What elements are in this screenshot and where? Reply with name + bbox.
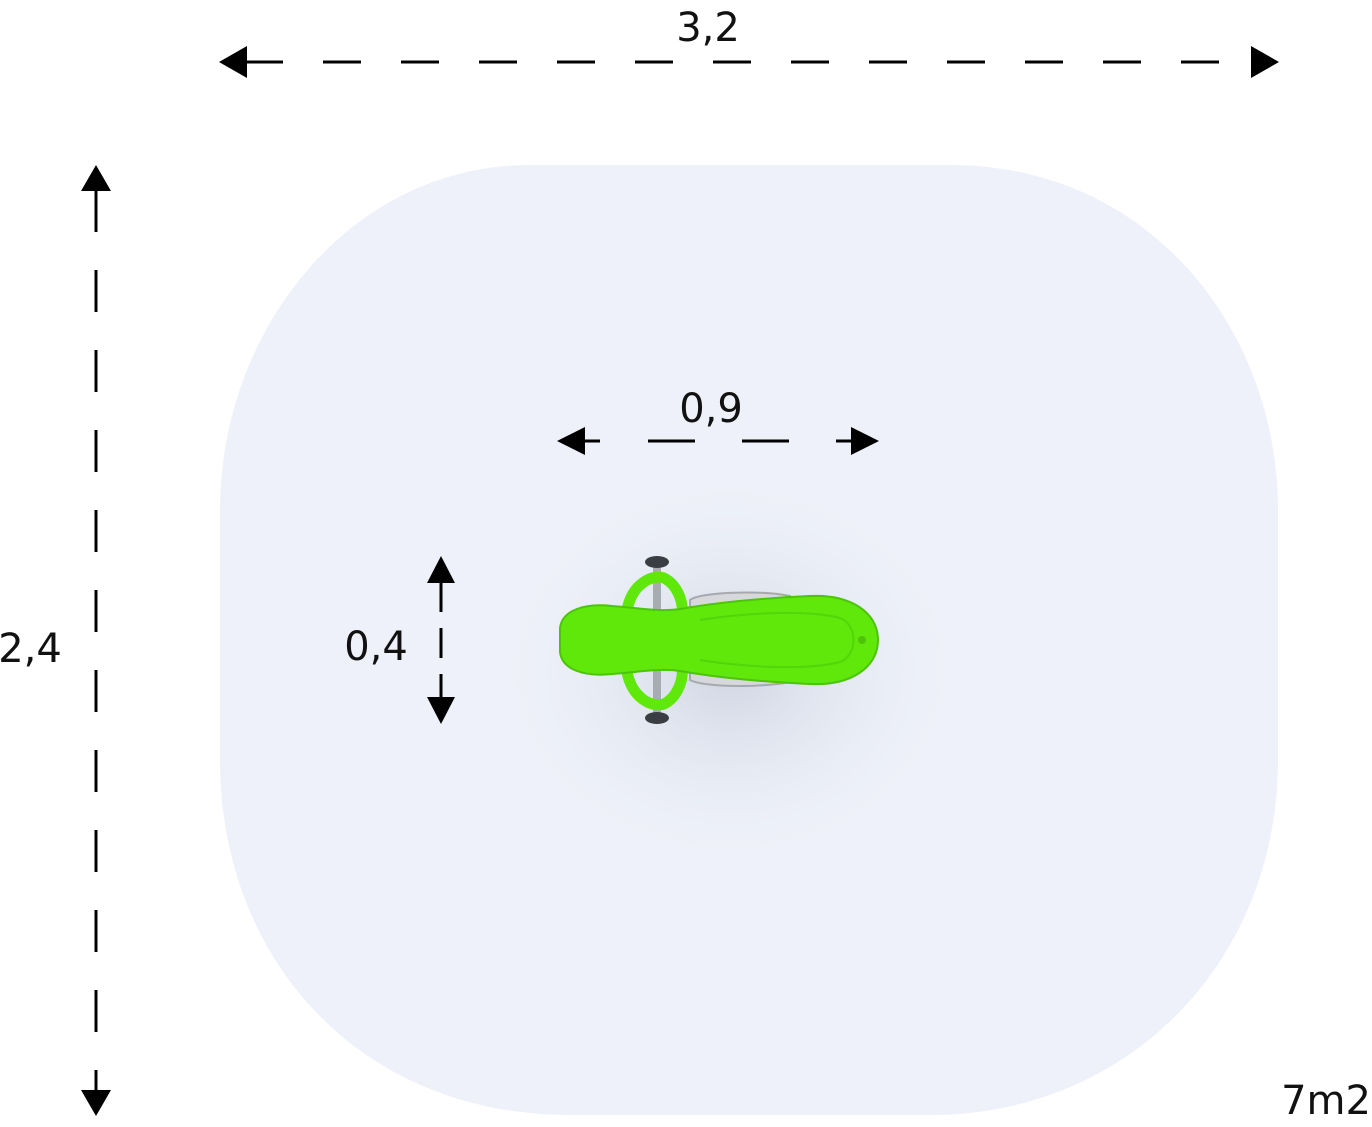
equipment-width-label: 0,4: [344, 624, 408, 670]
arrow-down-icon: [427, 697, 455, 724]
equipment-length-label: 0,9: [679, 386, 743, 432]
arrow-left-icon: [557, 427, 585, 455]
equipment-width-dimension-line: [427, 556, 455, 724]
handle-loop-bottom: [621, 660, 688, 711]
handle-loop-top: [621, 571, 688, 622]
arrow-left-icon: [219, 46, 247, 78]
handle-grip-bottom: [645, 712, 669, 724]
equipment-body: [559, 594, 880, 686]
equipment-length-dimension-line: [557, 427, 879, 455]
equipment-seat-outline: [699, 611, 855, 669]
width-dimension-line: [219, 46, 1279, 78]
equipment-head-detail: [858, 636, 866, 644]
depth-dimension-label: 2,4: [0, 626, 62, 672]
width-dimension-label: 3,2: [676, 5, 740, 51]
depth-dimension-line: [81, 165, 111, 1116]
arrow-up-icon: [81, 165, 111, 191]
spring-rider-equipment: [559, 556, 880, 724]
arrow-down-icon: [81, 1090, 111, 1116]
width-label-backdrop: [668, 4, 748, 58]
arrow-right-icon: [1251, 46, 1279, 78]
handle-grip-top: [645, 556, 669, 568]
arrow-right-icon: [851, 427, 879, 455]
area-label: 7m2: [1281, 1078, 1371, 1124]
arrow-up-icon: [427, 556, 455, 583]
